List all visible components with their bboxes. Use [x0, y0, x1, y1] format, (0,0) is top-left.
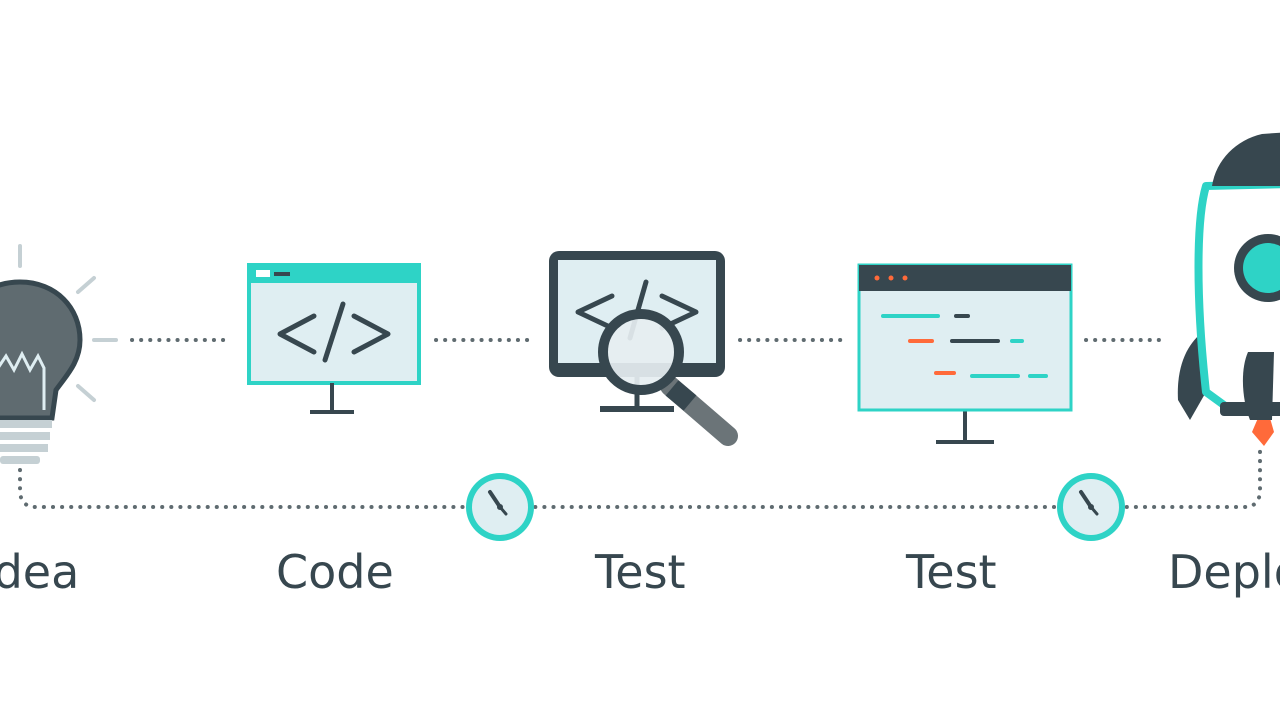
timer-icon	[466, 473, 534, 541]
stage-label-idea: Idea	[0, 545, 80, 599]
connector-lines	[18, 338, 1262, 509]
stage-label-deploy: Deploy	[1168, 545, 1280, 599]
code-window-icon	[857, 263, 1073, 444]
rocket-icon	[1177, 132, 1280, 446]
magnifier-monitor-icon	[549, 251, 738, 446]
code-monitor-icon	[247, 263, 421, 414]
stage-label-test: Test	[595, 545, 686, 599]
timer-icon	[1057, 473, 1125, 541]
lightbulb-icon	[0, 244, 118, 464]
stage-label-test-2: Test	[906, 545, 997, 599]
stage-label-code: Code	[276, 545, 394, 599]
feedback-loop-line	[18, 446, 1262, 509]
